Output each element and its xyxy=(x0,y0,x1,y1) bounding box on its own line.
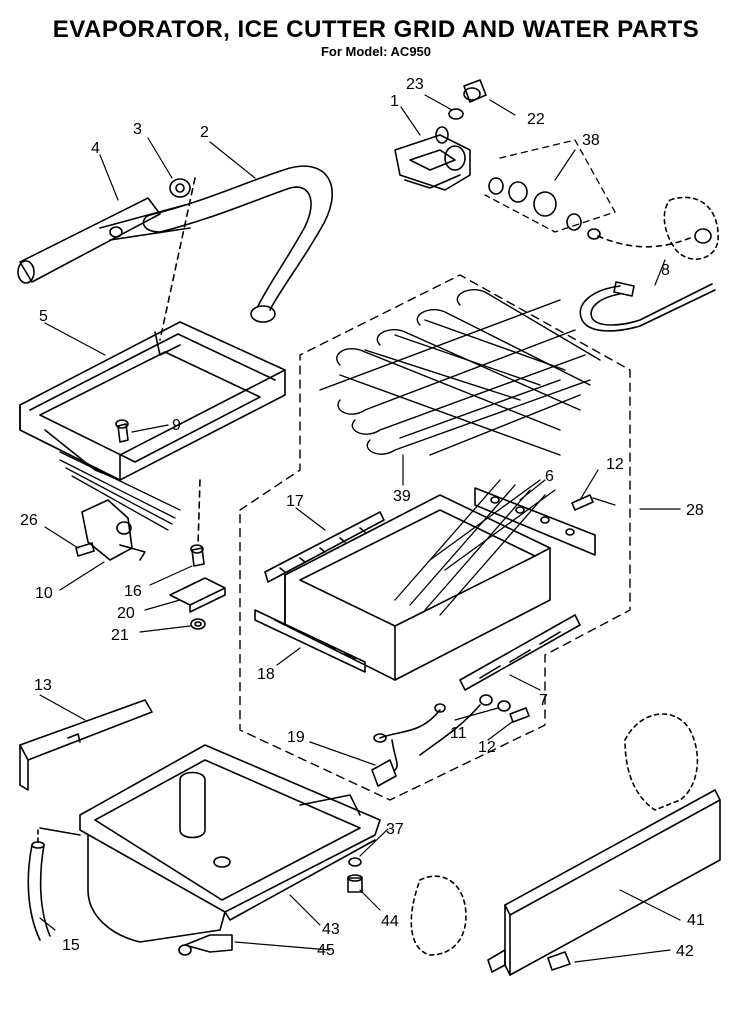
callout-38: 38 xyxy=(582,132,600,149)
callout-42: 42 xyxy=(676,943,694,960)
callout-12-bottom: 12 xyxy=(478,739,496,756)
callout-28: 28 xyxy=(686,502,704,519)
screw-part-12-bottom xyxy=(509,707,530,723)
callout-43: 43 xyxy=(322,921,340,938)
callout-9: 9 xyxy=(172,417,181,434)
callout-12-top: 12 xyxy=(606,456,624,473)
callout-5: 5 xyxy=(39,308,48,325)
washer-part-11 xyxy=(497,700,511,712)
drain-pan-part-43 xyxy=(79,744,381,943)
heater-element xyxy=(39,439,181,531)
screw-part-26 xyxy=(75,542,95,557)
callout-22: 22 xyxy=(527,111,545,128)
callout-17: 17 xyxy=(286,493,304,510)
callout-2: 2 xyxy=(200,124,209,141)
cabinet-outline-right xyxy=(624,713,699,811)
water-valve-part-1 xyxy=(394,126,471,191)
water-inlet-outline xyxy=(663,196,719,260)
dashed-leader xyxy=(159,177,196,341)
callout-15: 15 xyxy=(62,937,80,954)
wire-harness-part-19 xyxy=(371,694,493,787)
callout-1: 1 xyxy=(390,93,399,110)
model-subtitle: For Model: AC950 xyxy=(320,44,432,59)
water-tube-part-8 xyxy=(579,281,716,332)
callout-23: 23 xyxy=(406,76,424,93)
drain-tube-part-15 xyxy=(27,841,51,941)
callout-21: 21 xyxy=(111,627,129,644)
assembly-outline-38 xyxy=(484,139,616,233)
callout-39: 39 xyxy=(393,488,411,505)
assembly-outline-28 xyxy=(239,274,631,801)
ice-mold-tray-part-5 xyxy=(19,321,286,481)
callout-41: 41 xyxy=(687,912,705,929)
bracket-part-13 xyxy=(19,699,153,791)
leader-lines xyxy=(39,94,681,963)
bracket-part-20 xyxy=(169,577,226,613)
callout-44: 44 xyxy=(381,913,399,930)
dashed-leader-16 xyxy=(197,479,201,546)
side-bar-part-7 xyxy=(459,614,581,691)
clamp-part-3 xyxy=(169,178,191,198)
pan-edge-left xyxy=(39,827,81,836)
screw-part-9 xyxy=(115,419,129,443)
front-panel-part-41 xyxy=(487,789,721,976)
callout-45: 45 xyxy=(317,942,335,959)
cutter-wire-diagonals xyxy=(394,479,556,616)
nut-part-21 xyxy=(190,618,206,630)
callout-26: 26 xyxy=(20,512,38,529)
hose-part-2 xyxy=(142,165,334,323)
fitting-part-22 xyxy=(463,79,487,103)
side-bar-part-6 xyxy=(474,487,596,556)
cabinet-outline-bottom xyxy=(410,875,467,956)
callout-18: 18 xyxy=(257,666,275,683)
callout-16: 16 xyxy=(124,583,142,600)
callout-13: 13 xyxy=(34,677,52,694)
callout-19: 19 xyxy=(287,729,305,746)
callout-8: 8 xyxy=(661,262,670,279)
callout-3: 3 xyxy=(133,121,142,138)
washer-part-37 xyxy=(348,857,362,867)
callout-4: 4 xyxy=(91,140,100,157)
screw-part-12-top xyxy=(571,494,594,511)
cutter-grid-part-39 xyxy=(319,288,601,456)
fitting-set-part-38 xyxy=(488,177,601,240)
fill-heater-part-4 xyxy=(17,197,191,284)
washer-part-23 xyxy=(448,108,464,120)
callout-20: 20 xyxy=(117,605,135,622)
bracket-part-10 xyxy=(81,499,146,561)
callout-10: 10 xyxy=(35,585,53,602)
screw-part-16 xyxy=(190,544,205,567)
screw-part-42 xyxy=(547,951,571,971)
callout-7: 7 xyxy=(539,692,548,709)
inlet-fitting xyxy=(694,228,712,244)
side-bar-part-18 xyxy=(254,609,366,673)
callout-37: 37 xyxy=(386,821,404,838)
grommet-part-45 xyxy=(178,934,233,956)
callout-labels: 1 2 3 4 5 6 7 8 9 10 11 12 12 12 13 15 1… xyxy=(20,76,705,960)
diagram-title: EVAPORATOR, ICE CUTTER GRID AND WATER PA… xyxy=(52,16,700,43)
water-line-dashed xyxy=(597,235,691,248)
side-bar-part-17 xyxy=(264,511,385,583)
callout-6: 6 xyxy=(545,468,554,485)
callout-11: 11 xyxy=(450,725,467,742)
